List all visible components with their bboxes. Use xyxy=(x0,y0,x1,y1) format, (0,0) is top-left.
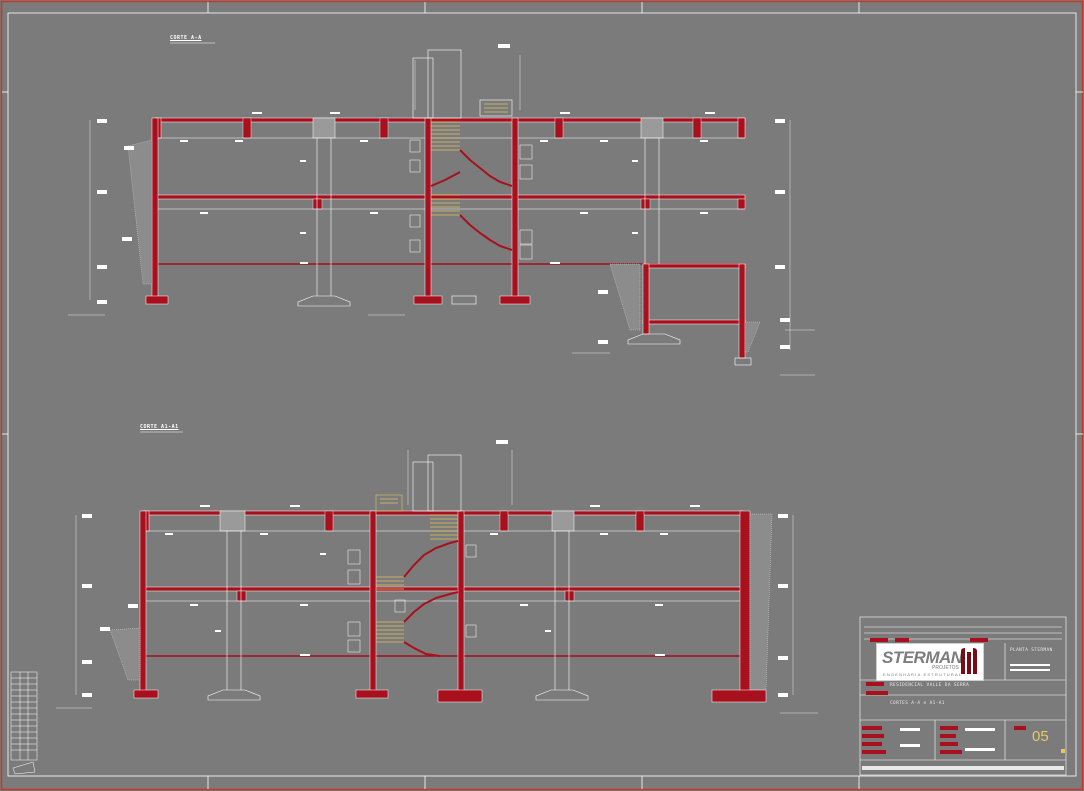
project-name: RESIDENCIAL VALLE DA SERRA xyxy=(890,683,970,688)
company-name: STERMAN xyxy=(882,648,963,667)
stair-flights-a xyxy=(431,103,508,216)
sheet-title: PLANTA STERMAN xyxy=(1010,648,1053,653)
sheet-number: 05 xyxy=(1032,728,1049,745)
title-block: STERMAN PROJETOS ENGENHARIA ESTRUTURAL P… xyxy=(860,617,1066,775)
logo-mark-icon xyxy=(961,648,977,674)
drawing-name: CORTES A-A e A1-A1 xyxy=(890,701,945,706)
section-a1-a1 xyxy=(56,431,818,714)
section-a-a xyxy=(68,42,815,376)
title-block-fills xyxy=(862,638,1065,770)
section-title-a-a: CORTE A-A xyxy=(170,35,202,41)
legend-table xyxy=(10,671,38,775)
company-logo: STERMAN PROJETOS ENGENHARIA ESTRUTURAL xyxy=(876,643,984,681)
stair-flights-a1 xyxy=(376,498,458,643)
section-title-a1-a1: CORTE A1-A1 xyxy=(140,424,179,430)
inner-frame xyxy=(7,12,1077,777)
company-suffix: PROJETOS xyxy=(932,665,959,671)
company-tagline: ENGENHARIA ESTRUTURAL xyxy=(883,672,963,677)
